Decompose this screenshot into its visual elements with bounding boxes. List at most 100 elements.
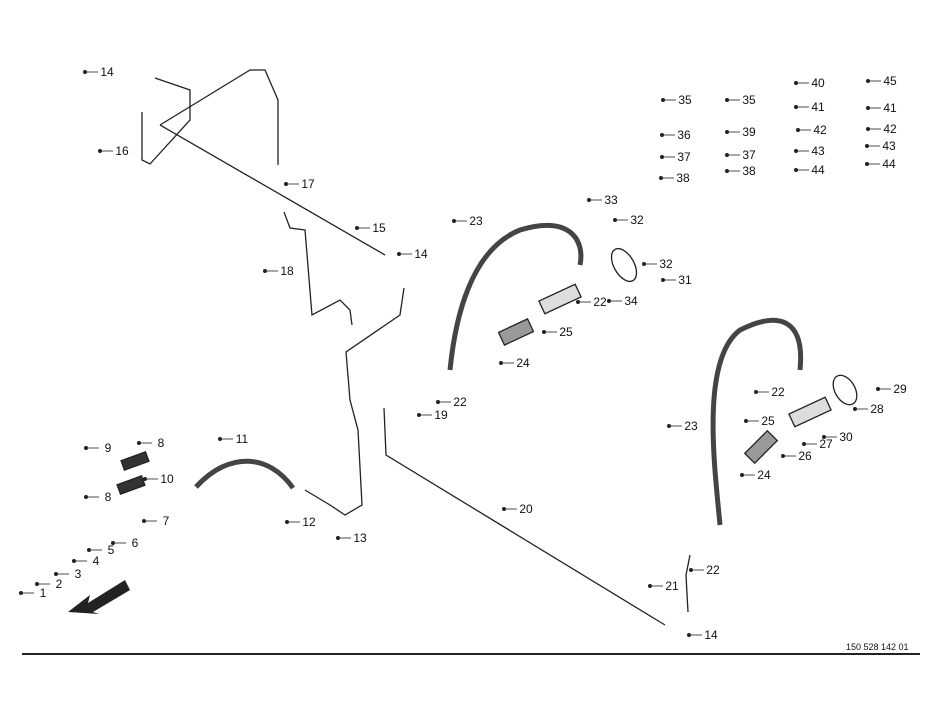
part-marker — [84, 445, 89, 450]
callout-38: 38 — [676, 171, 690, 185]
callout-10: 10 — [160, 472, 174, 486]
part-marker — [354, 225, 359, 230]
direction-arrow — [68, 580, 130, 614]
part-marker — [84, 494, 89, 499]
part-marker — [613, 217, 618, 222]
callout-33: 33 — [604, 193, 618, 207]
part-marker — [802, 441, 807, 446]
part-marker — [607, 298, 612, 303]
callout-37: 37 — [677, 150, 691, 164]
hose-23-right — [710, 317, 804, 526]
callout-21: 21 — [665, 579, 679, 593]
part-marker — [876, 386, 881, 391]
part-marker — [725, 152, 730, 157]
callout-42: 42 — [813, 123, 827, 137]
callout-35: 35 — [678, 93, 692, 107]
part-marker — [87, 548, 92, 553]
callout-32: 32 — [630, 213, 644, 227]
part-marker — [687, 633, 692, 638]
callout-26: 26 — [798, 449, 812, 463]
part-marker — [661, 98, 666, 103]
part-marker — [853, 406, 858, 411]
callout-23: 23 — [469, 214, 483, 228]
pipe-16 — [141, 77, 191, 165]
drawing-number: 150 528 142 01 — [846, 642, 909, 652]
callout-15: 15 — [372, 221, 386, 235]
part-marker — [865, 143, 870, 148]
part-marker — [725, 129, 730, 134]
pipe-18 — [283, 211, 353, 326]
part-marker — [689, 568, 694, 573]
part-marker — [866, 127, 871, 132]
part-marker — [576, 299, 581, 304]
part-marker — [725, 98, 730, 103]
callout-41: 41 — [883, 101, 897, 115]
callout-2: 2 — [55, 577, 63, 591]
part-marker — [648, 584, 653, 589]
callout-7: 7 — [162, 514, 170, 528]
part-marker — [667, 423, 672, 428]
part-marker — [542, 329, 547, 334]
pipe-13 — [304, 287, 405, 516]
pipe-15 — [159, 69, 386, 256]
callout-31: 31 — [678, 273, 692, 287]
callout-12: 12 — [302, 515, 316, 529]
part-marker — [794, 148, 799, 153]
cylinder-25-right — [788, 396, 832, 428]
pipe-21 — [685, 554, 691, 613]
part-marker — [498, 360, 503, 365]
callout-1: 1 — [39, 586, 47, 600]
part-marker — [660, 154, 665, 159]
part-marker — [54, 572, 59, 577]
part-marker — [740, 472, 745, 477]
callout-38: 38 — [742, 164, 756, 178]
callout-3: 3 — [74, 567, 82, 581]
callout-22: 22 — [706, 563, 720, 577]
callout-22: 22 — [771, 385, 785, 399]
bellows-24-left — [497, 318, 535, 346]
part-marker — [794, 167, 799, 172]
part-marker — [744, 418, 749, 423]
part-marker — [284, 520, 289, 525]
callout-4: 4 — [92, 554, 100, 568]
part-marker — [18, 591, 23, 596]
part-marker — [661, 277, 666, 282]
callout-6: 6 — [131, 536, 139, 550]
callout-19: 19 — [434, 408, 448, 422]
part-marker — [35, 582, 40, 587]
leader-lines — [18, 70, 891, 638]
callout-44: 44 — [882, 157, 896, 171]
callout-14: 14 — [704, 628, 718, 642]
callout-43: 43 — [811, 144, 825, 158]
callout-17: 17 — [301, 177, 315, 191]
part-marker — [659, 175, 664, 180]
part-marker — [866, 79, 871, 84]
part-marker — [396, 251, 401, 256]
callout-35: 35 — [742, 93, 756, 107]
callout-28: 28 — [870, 402, 884, 416]
callout-37: 37 — [742, 148, 756, 162]
valve-8 — [116, 451, 150, 495]
part-marker — [111, 541, 116, 546]
part-marker — [416, 412, 421, 417]
bellows-24-right — [743, 429, 779, 465]
part-marker — [794, 105, 799, 110]
callout-43: 43 — [882, 139, 896, 153]
callout-25: 25 — [559, 325, 573, 339]
callout-8: 8 — [104, 490, 112, 504]
part-marker — [83, 70, 88, 75]
callout-45: 45 — [883, 74, 897, 88]
callout-8: 8 — [157, 436, 165, 450]
callout-24: 24 — [757, 468, 771, 482]
part-marker — [217, 436, 222, 441]
callout-25: 25 — [761, 414, 775, 428]
part-marker — [136, 440, 141, 445]
callout-23: 23 — [684, 419, 698, 433]
callout-24: 24 — [516, 356, 530, 370]
part-marker — [141, 519, 146, 524]
flange-34 — [610, 247, 638, 283]
callout-9: 9 — [104, 441, 112, 455]
callout-32: 32 — [659, 257, 673, 271]
part-marker — [283, 181, 288, 186]
